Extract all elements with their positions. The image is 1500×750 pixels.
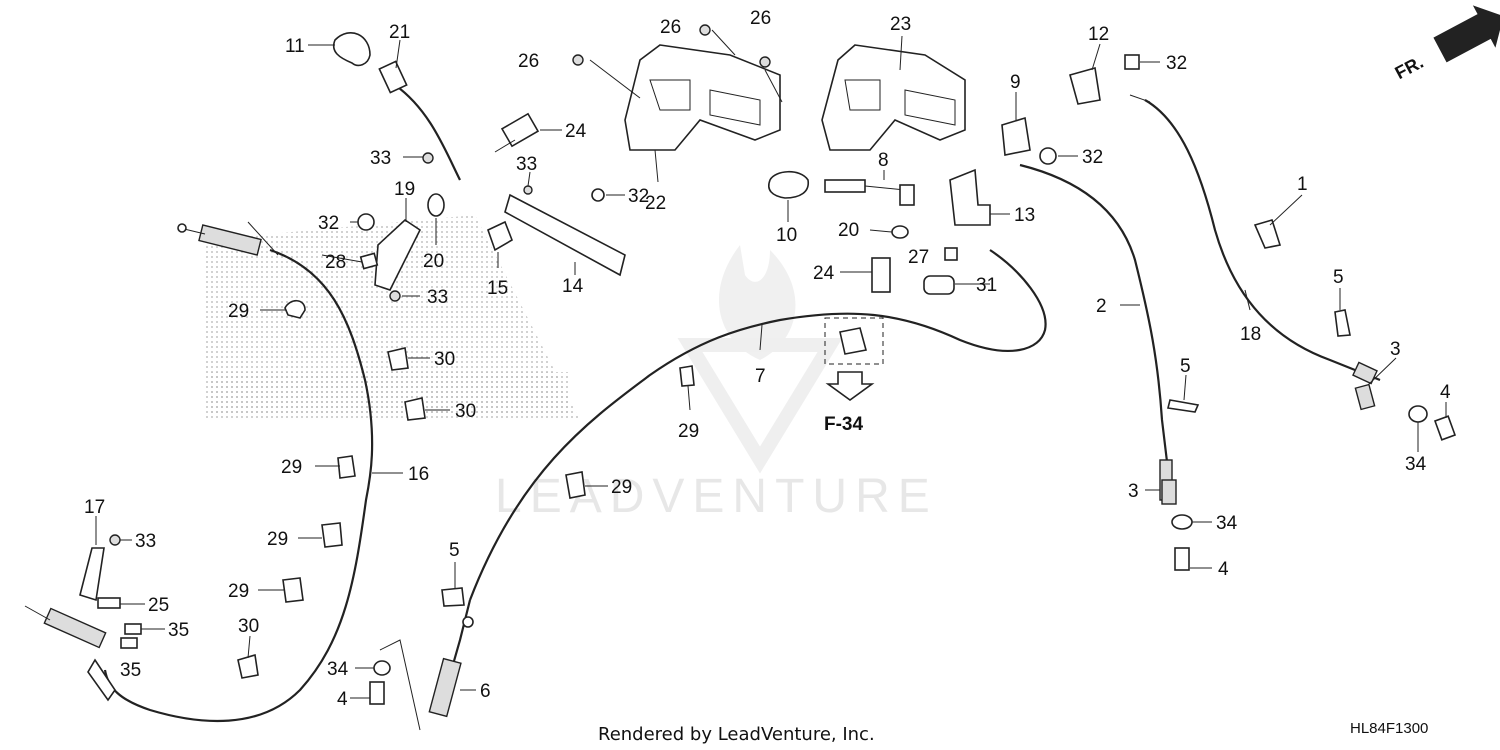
reference-f34: F-34	[824, 414, 864, 435]
bracket-9	[1001, 116, 1031, 156]
callout-29: 29	[228, 301, 249, 322]
svg-text:FR.: FR.	[1392, 52, 1427, 83]
callout-29: 29	[228, 581, 249, 602]
adjuster-sleeve-bottom	[43, 607, 107, 649]
bracket-13	[949, 168, 991, 226]
callout-30: 30	[455, 401, 476, 422]
cap-10	[768, 170, 810, 199]
cable-2	[1019, 163, 1170, 471]
callout-11: 11	[285, 36, 305, 57]
watermark-text: LEADVENTURE	[495, 470, 938, 523]
callout-4: 4	[337, 689, 348, 710]
callout-26: 26	[660, 17, 681, 38]
callout-32: 32	[1166, 53, 1187, 74]
callout-6: 6	[480, 681, 491, 702]
callout-10: 10	[776, 225, 797, 246]
plate-23	[821, 44, 966, 151]
callout-28: 28	[325, 252, 346, 273]
bolt-24b	[871, 257, 891, 293]
callout-24: 24	[565, 121, 587, 142]
knob-11	[333, 32, 371, 67]
callout-35: 35	[168, 620, 189, 641]
callout-4: 4	[1440, 382, 1451, 403]
bracket-17	[79, 547, 105, 602]
callout-33: 33	[427, 287, 448, 308]
callout-15: 15	[487, 278, 508, 299]
callout-16: 16	[408, 464, 429, 485]
callout-8: 8	[878, 150, 889, 171]
callout-33: 33	[135, 531, 156, 552]
callout-13: 13	[1014, 205, 1035, 226]
front-direction-indicator: FR.	[1392, 5, 1500, 83]
callout-17: 17	[84, 497, 105, 518]
callout-34: 34	[1405, 454, 1427, 475]
callout-32: 32	[1082, 147, 1103, 168]
callout-24: 24	[813, 263, 835, 284]
callout-35: 35	[120, 660, 141, 681]
callout-23: 23	[890, 14, 911, 35]
callout-32: 32	[318, 213, 339, 234]
callout-34: 34	[327, 659, 349, 680]
bracket-19	[374, 218, 422, 291]
callout-5: 5	[1333, 267, 1344, 288]
callout-5: 5	[1180, 356, 1191, 377]
parts: FR.	[97, 5, 1500, 731]
callout-27: 27	[908, 247, 929, 268]
callout-14: 14	[562, 276, 584, 297]
footer-rendered-by: Rendered by LeadVenture, Inc.	[598, 724, 875, 745]
callout-20: 20	[423, 251, 444, 272]
bracket-12	[1069, 66, 1101, 105]
callout-25: 25	[148, 595, 169, 616]
callout-32: 32	[628, 186, 649, 207]
diagram-code: HL84F1300	[1350, 720, 1428, 737]
callout-22: 22	[645, 193, 666, 214]
callout-3: 3	[1128, 481, 1139, 502]
cable-7	[468, 249, 1047, 601]
lever-21	[378, 60, 408, 94]
callout-1: 1	[1297, 174, 1308, 195]
dealer-watermark: LEADVENTURE	[205, 215, 938, 523]
callout-29: 29	[281, 457, 302, 478]
cable-16	[103, 248, 374, 723]
bolt-24a	[500, 112, 540, 148]
callout-18: 18	[1240, 324, 1261, 345]
bracket-14	[504, 193, 626, 277]
callout-4: 4	[1218, 559, 1229, 580]
callout-26: 26	[750, 8, 771, 29]
reference-arrow	[825, 371, 875, 401]
callout-21: 21	[389, 22, 410, 43]
reference-box	[824, 317, 884, 365]
callout-29: 29	[611, 477, 632, 498]
callout-2: 2	[1096, 296, 1107, 317]
callout-5: 5	[449, 540, 460, 561]
spring-6	[428, 657, 462, 718]
callout-26: 26	[518, 51, 539, 72]
callout-31: 31	[976, 275, 997, 296]
plate-22	[624, 44, 781, 151]
callout-labels: 11 21 24 33 33 19 32 32 28 20 15 14 33 2…	[84, 8, 1451, 710]
pivot-15	[487, 220, 513, 252]
callout-9: 9	[1010, 72, 1021, 93]
callout-19: 19	[394, 179, 415, 200]
callout-7: 7	[755, 366, 766, 387]
cables	[24, 60, 1381, 723]
leader-lines	[95, 29, 1447, 699]
callout-30: 30	[238, 616, 259, 637]
cable-18	[1144, 99, 1381, 382]
callout-29: 29	[267, 529, 288, 550]
callout-33: 33	[516, 154, 537, 175]
callout-12: 12	[1088, 24, 1109, 45]
callout-20: 20	[838, 220, 859, 241]
callout-3: 3	[1390, 339, 1401, 360]
callout-34: 34	[1216, 513, 1238, 534]
callout-29: 29	[678, 421, 699, 442]
callout-33: 33	[370, 148, 391, 169]
callout-30: 30	[434, 349, 455, 370]
